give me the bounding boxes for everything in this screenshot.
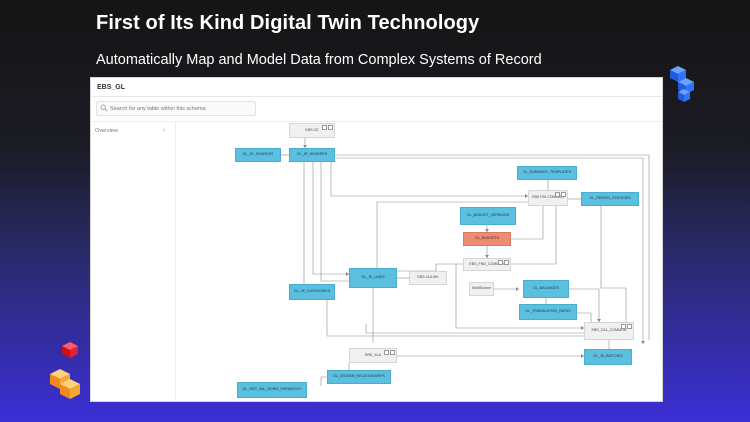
- node-label: EBS_XLA: [365, 352, 381, 357]
- node-label: EBS CE: [305, 127, 319, 132]
- node-ebs-ce[interactable]: EBS CE: [289, 123, 335, 138]
- node-label: GL_JE_SOURCES: [242, 152, 274, 157]
- node-gl-ledger-relationships[interactable]: GL_LEDGER_RELATIONSHIPS: [327, 370, 391, 384]
- node-label: EBS_CAL_COMMON: [591, 328, 627, 333]
- search-box[interactable]: [96, 101, 256, 116]
- node-gl-je-lines[interactable]: GL_JE_LINES: [349, 268, 397, 288]
- node-gl-je-batches[interactable]: GL_JE_BATCHES: [584, 349, 632, 365]
- node-gl-translation-rates[interactable]: GL_TRANSLATION_RATES: [519, 304, 577, 320]
- node-ebs-xla[interactable]: EBS_XLA: [349, 348, 397, 363]
- search-input[interactable]: [110, 103, 250, 114]
- cube-icon: [50, 342, 80, 399]
- node-gl-budget-versions[interactable]: GL_BUDGET_VERSIONS: [460, 207, 516, 225]
- node-label: MultiSource: [472, 286, 491, 291]
- sidebar: Overview ‹: [91, 121, 176, 401]
- app-header: EBS_GL: [91, 78, 662, 97]
- node-gl-je-categories[interactable]: GL_JE_CATEGORIES: [289, 284, 335, 300]
- edge-layer: [281, 138, 650, 386]
- node-ebs-xla-mv[interactable]: EBS XLA MV: [409, 271, 447, 285]
- node-label: GL_JE_LINES: [361, 275, 385, 280]
- node-gl-budgets[interactable]: GL_BUDGETS: [463, 232, 511, 246]
- node-label: GL_LEDGER_RELATIONSHIPS: [332, 374, 386, 379]
- chevron-left-icon[interactable]: ‹: [163, 127, 166, 134]
- node-gl-period-statuses[interactable]: GL_PERIOD_STATUSES: [581, 192, 639, 206]
- search-icon: [100, 104, 108, 112]
- node-ebs-cal-common[interactable]: EBS_CAL_COMMON: [584, 322, 634, 340]
- node-ebs-fnd-common[interactable]: EBS_FND_COMMON: [463, 258, 511, 271]
- node-label: GL_JE_BATCHES: [593, 354, 623, 359]
- app-window: EBS_GL Overview ‹: [90, 77, 663, 402]
- hero-subtitle: Automatically Map and Model Data from Co…: [96, 52, 542, 68]
- node-label: GL_TRANSLATION_RATES: [525, 309, 571, 314]
- node-label: GL_BUDGETS: [474, 236, 500, 241]
- schema-title: EBS_GL: [97, 83, 126, 91]
- node-label: GL_SUMMARY_TEMPLATES: [522, 170, 572, 175]
- node-gl-seg-val-norm-hierarchy[interactable]: GL_SEG_VAL_NORM_HIERARCHY: [237, 382, 307, 398]
- node-ebs-fin-common[interactable]: EBS FIN COMMON: [528, 190, 568, 206]
- node-label: GL_JE_HEADERS: [296, 152, 328, 157]
- node-gl-je-sources[interactable]: GL_JE_SOURCES: [235, 148, 281, 162]
- node-gl-summary-templates[interactable]: GL_SUMMARY_TEMPLATES: [517, 166, 577, 180]
- node-label: GL_JE_CATEGORIES: [293, 289, 331, 294]
- node-label: GL_BUDGET_VERSIONS: [466, 213, 510, 218]
- node-label: GL_SEG_VAL_NORM_HIERARCHY: [242, 387, 302, 392]
- search-row: [91, 97, 662, 122]
- diagram-canvas[interactable]: EBS CE GL_JE_SOURCES GL_JE_HEADERS GL_SU…: [91, 78, 662, 401]
- node-label: GL_BALANCES: [533, 286, 559, 291]
- node-label: EBS FIN COMMON: [532, 195, 564, 200]
- cube-icon: [670, 66, 694, 102]
- hero-title: First of Its Kind Digital Twin Technolog…: [96, 12, 480, 34]
- node-multisource[interactable]: MultiSource: [469, 282, 494, 296]
- node-gl-balances[interactable]: GL_BALANCES: [523, 280, 569, 298]
- node-label: GL_PERIOD_STATUSES: [589, 196, 631, 201]
- sidebar-item-overview[interactable]: Overview: [95, 128, 118, 134]
- node-label: EBS XLA MV: [417, 275, 439, 280]
- node-label: EBS_FND_COMMON: [469, 261, 505, 266]
- node-gl-je-headers[interactable]: GL_JE_HEADERS: [289, 148, 335, 162]
